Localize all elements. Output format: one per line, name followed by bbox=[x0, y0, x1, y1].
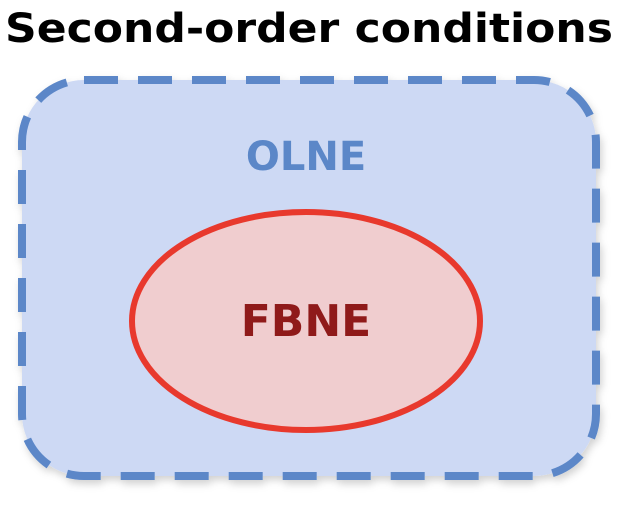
diagram-title: Second-order conditions bbox=[5, 6, 613, 52]
inner-set-label: FBNE bbox=[241, 296, 371, 347]
inner-set-region bbox=[129, 209, 483, 433]
outer-set-label: OLNE bbox=[246, 134, 366, 180]
